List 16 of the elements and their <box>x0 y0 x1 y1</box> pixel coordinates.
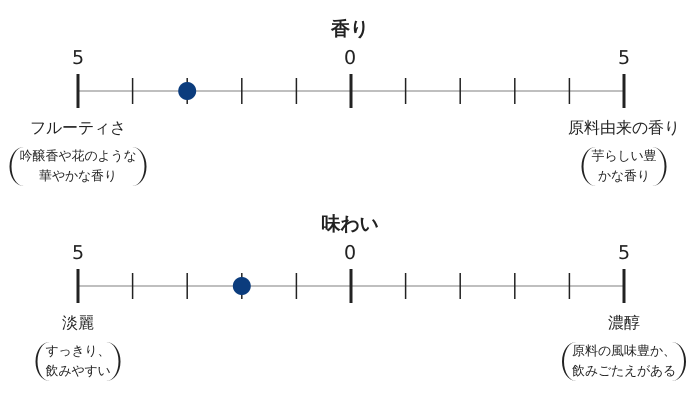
scale-number: 5 <box>72 242 84 265</box>
end-label: 淡麗 <box>62 313 94 332</box>
description-text: 芋らしい豊かな香り <box>582 147 666 186</box>
scale-number: 5 <box>72 47 84 70</box>
description-text: 原料の風味豊か、飲みごたえがある <box>562 342 686 381</box>
end-label: 原料由来の香り <box>568 118 680 138</box>
scale-number: 5 <box>618 242 630 265</box>
scale-title: 味わい <box>322 213 378 236</box>
description-text: 吟醸香や花のような華やかな香り <box>10 147 146 186</box>
scale-title: 香り <box>331 18 369 41</box>
end-label: 濃醇 <box>608 313 640 332</box>
end-label: フルーティさ <box>30 118 126 138</box>
description-text: すっきり、飲みやすい <box>36 342 120 381</box>
scale-number: 0 <box>344 242 356 265</box>
scale-number: 0 <box>344 47 356 70</box>
scale-number: 5 <box>618 47 630 70</box>
